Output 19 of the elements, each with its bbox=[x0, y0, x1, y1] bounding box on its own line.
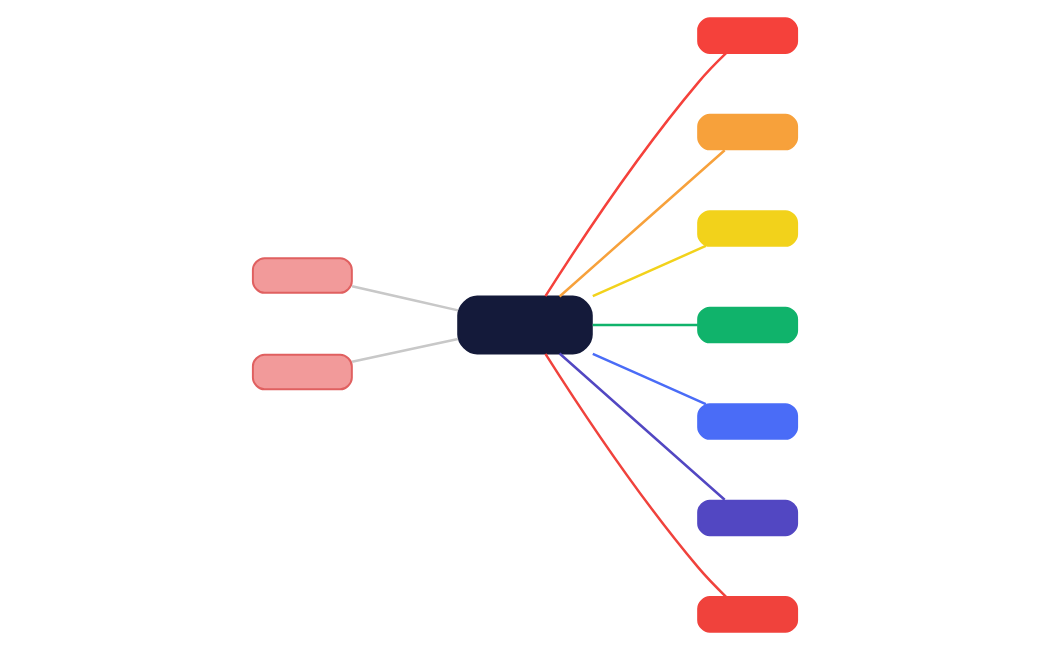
node-box bbox=[697, 306, 799, 344]
node-box bbox=[697, 210, 799, 247]
node-box bbox=[697, 499, 799, 537]
node-box bbox=[251, 257, 353, 294]
connector bbox=[558, 352, 726, 501]
node-box bbox=[251, 353, 353, 391]
connector bbox=[558, 149, 726, 298]
connector bbox=[592, 323, 698, 327]
connector bbox=[351, 285, 459, 312]
connector bbox=[544, 353, 727, 598]
node-box bbox=[697, 596, 799, 633]
connector bbox=[351, 337, 459, 363]
connector bbox=[592, 352, 707, 406]
node-box bbox=[457, 295, 593, 355]
node-box bbox=[697, 403, 799, 440]
node-box bbox=[697, 113, 799, 151]
node-box bbox=[697, 17, 799, 54]
connector bbox=[592, 244, 707, 298]
connector bbox=[544, 52, 727, 297]
